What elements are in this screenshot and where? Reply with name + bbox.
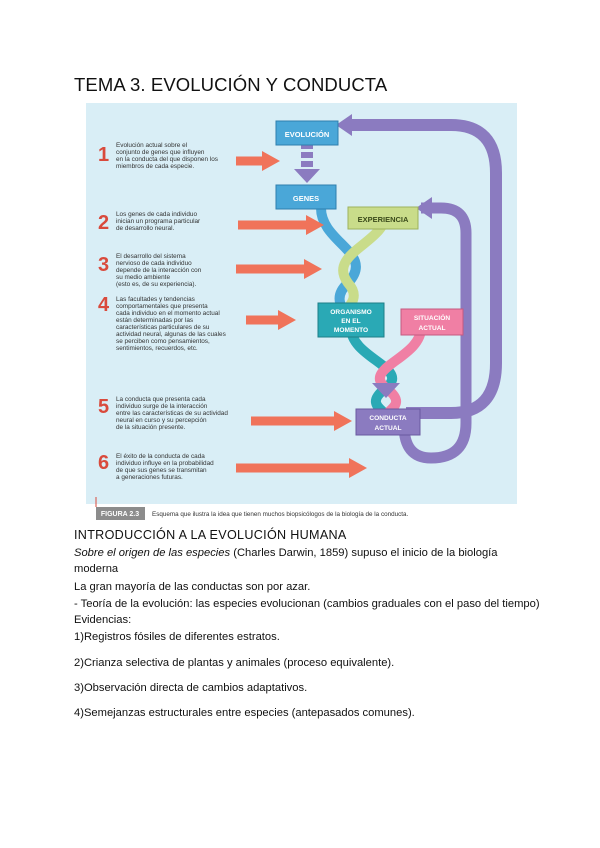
svg-text:CONDUCTA: CONDUCTA [369,415,406,422]
box-experiencia: EXPERIENCIA [347,206,419,230]
svg-text:ACTUAL: ACTUAL [374,425,401,432]
item-1: 1 Evolución actual sobre el conjunto de … [98,142,280,171]
svg-text:5: 5 [98,396,109,418]
svg-text:La conducta que presenta cada: La conducta que presenta cada individuo … [116,396,230,431]
box-conducta: CONDUCTA ACTUAL [355,408,421,436]
down-arrow-evolution-genes [294,169,320,183]
box-genes: GENES [275,184,337,210]
box-evolucion: EVOLUCIÓN [275,120,339,146]
item-5: 5 La conducta que presenta cada individu… [98,396,352,431]
caption-text: Esquema que ilustra la idea que tienen m… [152,511,408,518]
svg-text:MOMENTO: MOMENTO [334,327,368,334]
svg-text:El desarrollo del sistema: El desarrollo del sistema nervioso de ca… [116,253,203,288]
svg-text:GENES: GENES [293,194,319,203]
line-evidencias: Evidencias: [74,614,132,626]
item-6: 6 El éxito de la conducta de cada indivi… [98,452,367,481]
box-organismo: ORGANISMO EN EL MOMENTO [317,302,385,338]
svg-text:Las facultades y tendencias: Las facultades y tendencias comportament… [116,296,228,352]
feedback-arrowhead-outer [336,114,352,136]
item-4: 4 Las facultades y tendencias comportame… [98,294,296,352]
evidence-item-3: 3)Observación directa de cambios adaptat… [74,682,308,694]
page-title: TEMA 3. EVOLUCIÓN Y CONDUCTA [74,74,388,95]
evidence-item-2: 2)Crianza selectiva de plantas y animale… [74,657,395,669]
intro-paragraph: Sobre el origen de las especies (Charles… [74,547,498,559]
caption-label-bg [96,507,145,520]
svg-text:1: 1 [98,144,109,166]
svg-text:3: 3 [98,254,109,276]
svg-text:6: 6 [98,452,109,474]
caption-label: FIGURA 2.3 [101,511,139,518]
evolution-behavior-figure: EVOLUCIÓN GENES EXPERIENCIA ORGANISMO EN… [86,103,517,523]
evidence-item-1: 1)Registros fósiles de diferentes estrat… [74,631,280,643]
svg-text:El éxito de la conducta de cad: El éxito de la conducta de cada individu… [116,453,216,481]
item-2: 2 Los genes de cada individuo inician un… [98,211,324,235]
line-azar: La gran mayoría de las conductas son por… [74,581,311,593]
intro-paragraph-cont: moderna [74,563,119,575]
book-title: Sobre el origen de las especies [74,547,231,559]
svg-text:EVOLUCIÓN: EVOLUCIÓN [285,130,330,139]
svg-text:ORGANISMO: ORGANISMO [330,309,371,316]
svg-text:ACTUAL: ACTUAL [418,325,445,332]
feedback-arrowhead-inner [416,197,432,219]
evidence-item-4: 4)Semejanzas estructurales entre especie… [74,707,415,719]
svg-text:2: 2 [98,212,109,234]
svg-text:EXPERIENCIA: EXPERIENCIA [358,215,409,224]
section-title: INTRODUCCIÓN A LA EVOLUCIÓN HUMANA [74,528,347,542]
box-situacion: SITUACIÓN ACTUAL [400,308,464,336]
svg-text:4: 4 [98,294,110,316]
svg-text:Evolución actual sobre el: Evolución actual sobre el conjunto de ge… [116,142,220,170]
item-3: 3 El desarrollo del sistema nervioso de … [98,253,322,288]
feedback-loop-inner [398,202,472,464]
svg-text:Los genes de cada individuo: Los genes de cada individuo inician un p… [116,211,202,232]
svg-text:SITUACIÓN: SITUACIÓN [414,313,451,322]
line-teoria: - Teoría de la evolución: las especies e… [74,598,540,610]
svg-text:EN EL: EN EL [341,318,360,325]
